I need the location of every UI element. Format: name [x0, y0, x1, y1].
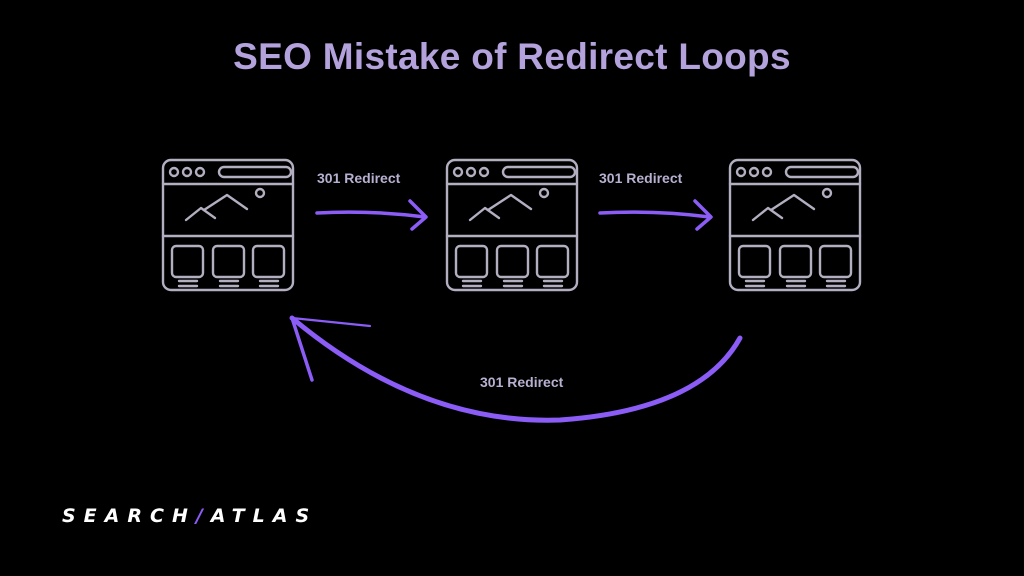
- search-atlas-logo: SEARCH / ATLAS: [62, 505, 317, 527]
- redirect-label: 301 Redirect: [480, 374, 564, 390]
- arrow-right-icon: [598, 199, 713, 231]
- curved-return-arrow-icon: [289, 315, 743, 423]
- browser-window-icon: [728, 158, 862, 292]
- logo-slash: /: [195, 505, 211, 527]
- redirect-label: 301 Redirect: [599, 170, 683, 186]
- arrow-right-icon: [315, 199, 428, 231]
- browser-window-icon: [445, 158, 579, 292]
- browser-window-icon: [161, 158, 295, 292]
- redirect-label: 301 Redirect: [317, 170, 401, 186]
- logo-text-left: SEARCH: [62, 505, 196, 527]
- logo-text-right: ATLAS: [210, 505, 318, 527]
- page-title: SEO Mistake of Redirect Loops: [233, 36, 791, 77]
